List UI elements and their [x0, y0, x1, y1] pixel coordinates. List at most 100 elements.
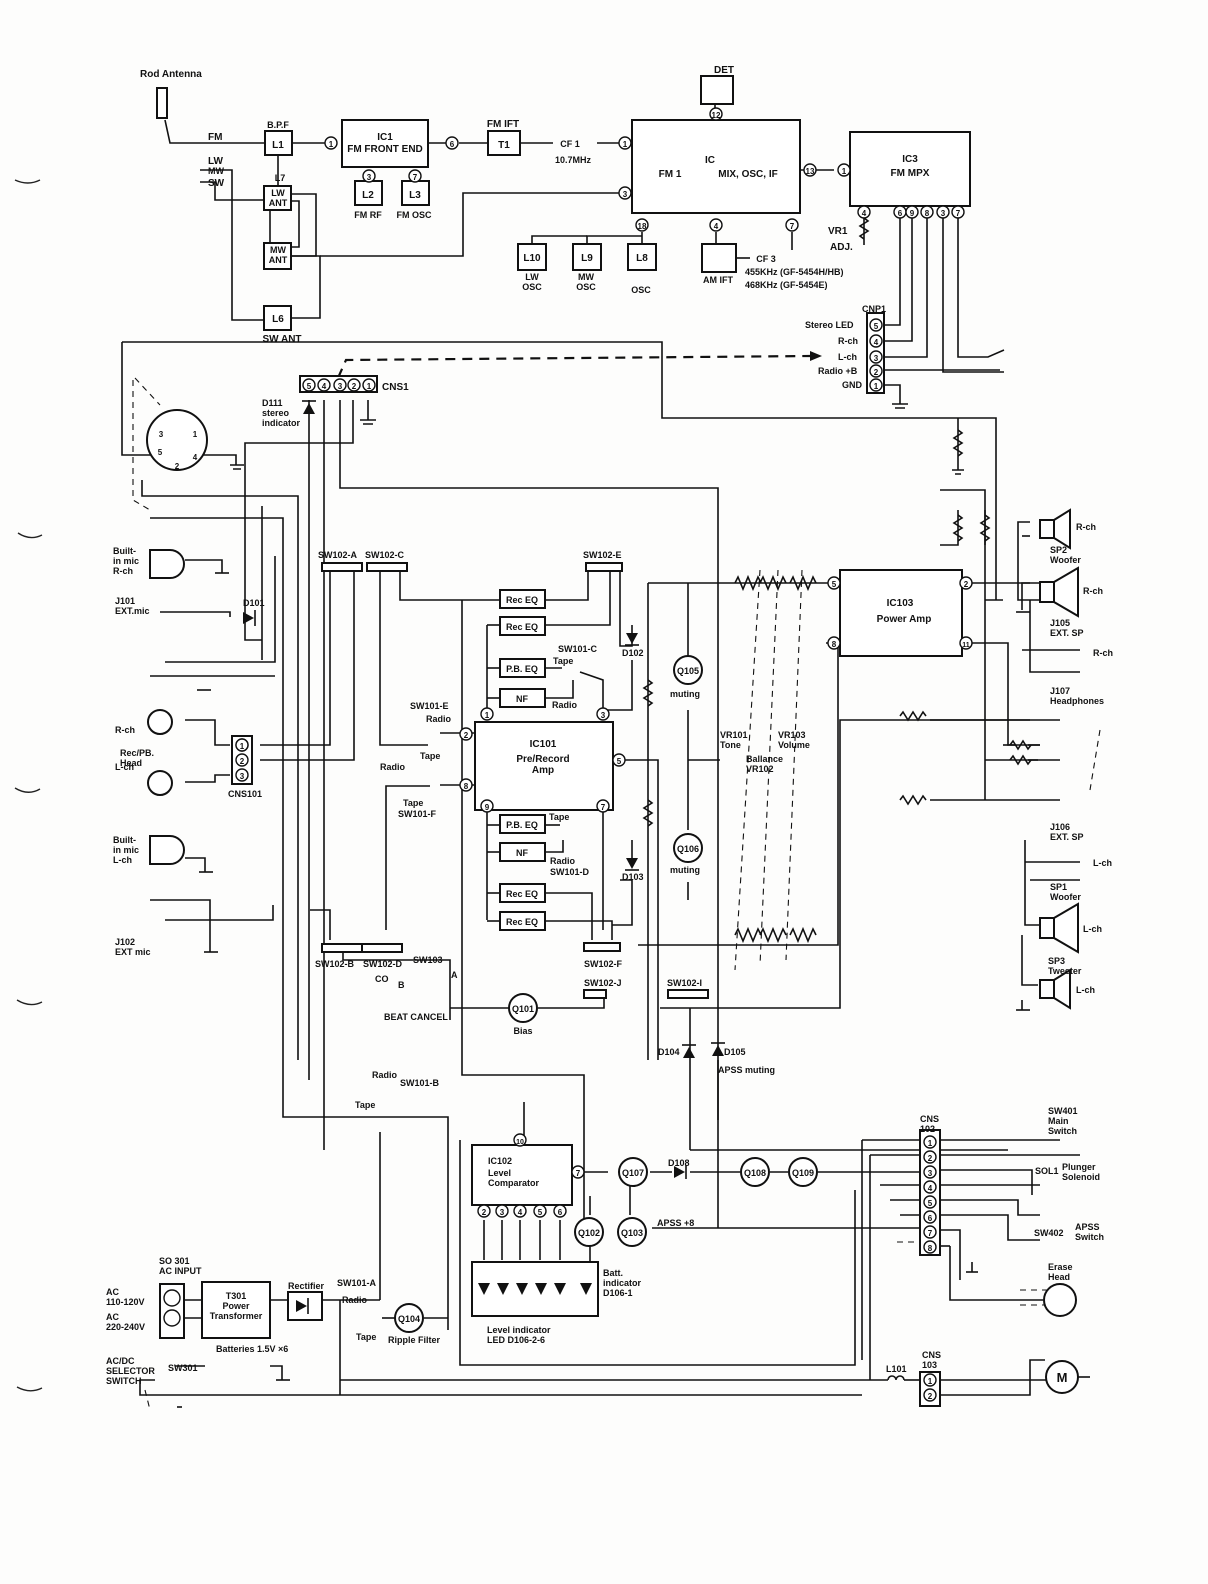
q101-circle: [508, 993, 538, 1023]
label-cnp1-lch: L-ch: [838, 352, 857, 362]
mics: [147, 87, 185, 865]
label-pins-p8: 8: [464, 782, 469, 791]
label-coils-l3: L3: [409, 190, 421, 201]
am-ift-block: [701, 243, 737, 273]
q109-circle: [788, 1157, 818, 1187]
label-ic102-name: IC102: [488, 1156, 512, 1166]
label-cns1-name: CNS1: [382, 382, 409, 393]
label-ic103-label: Power Amp: [877, 614, 932, 625]
label-pins-p6: 6: [898, 209, 903, 218]
nf-2: [499, 842, 546, 862]
label-outputs-lch: L-ch: [1093, 858, 1112, 868]
speakers: [1039, 508, 1079, 1010]
radio-wiring: [164, 103, 1005, 404]
label-ic1-label: FM FRONT END: [347, 144, 423, 155]
deck-wiring: [121, 341, 1080, 1408]
label-pins-p2: 2: [240, 757, 245, 766]
rec-eq-2: [499, 616, 546, 636]
label-coils-sw_ant: SW ANT: [262, 334, 301, 345]
label-power-rectifier: Rectifier: [288, 1281, 325, 1291]
label-switches-a: A: [451, 970, 458, 980]
t301-block: [201, 1281, 271, 1339]
label-pins-p3: 3: [367, 173, 372, 182]
label-antenna-mw: MW: [208, 166, 224, 176]
q103-circle: [617, 1217, 647, 1247]
resistors: [642, 217, 1032, 827]
label-diodes-d108: D108: [668, 1158, 690, 1168]
label-pins-p5: 5: [928, 1199, 933, 1208]
l101-coil: [887, 1375, 905, 1381]
label-coils-l9: L9: [581, 253, 593, 264]
label-ic_fm-name: IC: [705, 155, 715, 166]
label-pins-p3: 3: [601, 711, 606, 720]
rec-eq-3: [499, 883, 546, 903]
mw-ant-coil: [263, 242, 292, 270]
label-transistors-q106: Q106: [677, 844, 699, 854]
det-block: [700, 75, 734, 105]
label-pins-p1: 1: [874, 382, 879, 391]
label-pins-p1: 1: [329, 140, 334, 149]
label-coils-l7: L7: [275, 173, 286, 183]
label-pins-p10: 10: [516, 1139, 524, 1146]
rec-eq-4: [499, 911, 546, 931]
label-inputs-d101: D101: [243, 598, 265, 608]
variable-resistors: [734, 574, 817, 944]
label-ic_fm-fm1: FM 1: [659, 169, 682, 180]
label-pins-p1: 1: [485, 711, 490, 720]
l10-coil: [517, 243, 547, 271]
label-switches-radio: Radio: [342, 1295, 368, 1305]
erase-head-circle: [1043, 1283, 1077, 1317]
label-transistors-apss_b: APSS +8: [657, 1218, 694, 1228]
label-pins-p4: 4: [518, 1208, 523, 1217]
label-pins-p2: 2: [175, 462, 180, 471]
label-am-f2: 468KHz (GF-5454E): [745, 280, 828, 290]
label-am-f1: 455KHz (GF-5454H/HB): [745, 267, 844, 277]
label-mech-sol1: SOL1: [1035, 1166, 1059, 1176]
label-pins-p3: 3: [623, 190, 628, 199]
label-switches-sw102c: SW102-C: [365, 550, 405, 560]
label-eq-nf: NF: [516, 694, 528, 704]
label-switches-sw102f: SW102-F: [584, 959, 623, 969]
label-switches-sw101a: SW101-A: [337, 1278, 377, 1288]
label-eq-rec_eq: Rec EQ: [506, 889, 538, 899]
label-ic3-adj: ADJ.: [830, 242, 853, 253]
label-pins-p3: 3: [941, 209, 946, 218]
label-pins-p7: 7: [956, 209, 961, 218]
label-power-batteries: Batteries 1.5V ×6: [216, 1344, 288, 1354]
label-antenna-fm: FM: [208, 132, 222, 143]
label-pins-p4: 4: [193, 453, 198, 462]
label-pins-p6: 6: [558, 1208, 563, 1217]
label-pins-p5: 5: [832, 580, 837, 589]
punch-marks: [14, 179, 43, 1392]
ic103-block: [839, 569, 963, 657]
label-diodes-d105: D105: [724, 1047, 746, 1057]
label-cnp1-name: CNP1: [862, 304, 886, 314]
label-pins-p1: 1: [623, 140, 628, 149]
label-am-cf3: CF 3: [756, 254, 776, 264]
q104-circle: [394, 1303, 424, 1333]
label-coils-l10: L10: [523, 253, 541, 264]
label-transistors-muting: muting: [670, 689, 700, 699]
label-antenna-rod: Rod Antenna: [140, 69, 202, 80]
label-ic3-vr1: VR1: [828, 226, 848, 237]
label-pins-p3: 3: [874, 354, 879, 363]
label-pins-p3: 3: [928, 1169, 933, 1178]
label-outputs-lch: L-ch: [1083, 924, 1102, 934]
t1-block: [487, 130, 521, 156]
label-pins-p1: 1: [842, 167, 847, 176]
label-diodes-d102: D102: [622, 648, 644, 658]
